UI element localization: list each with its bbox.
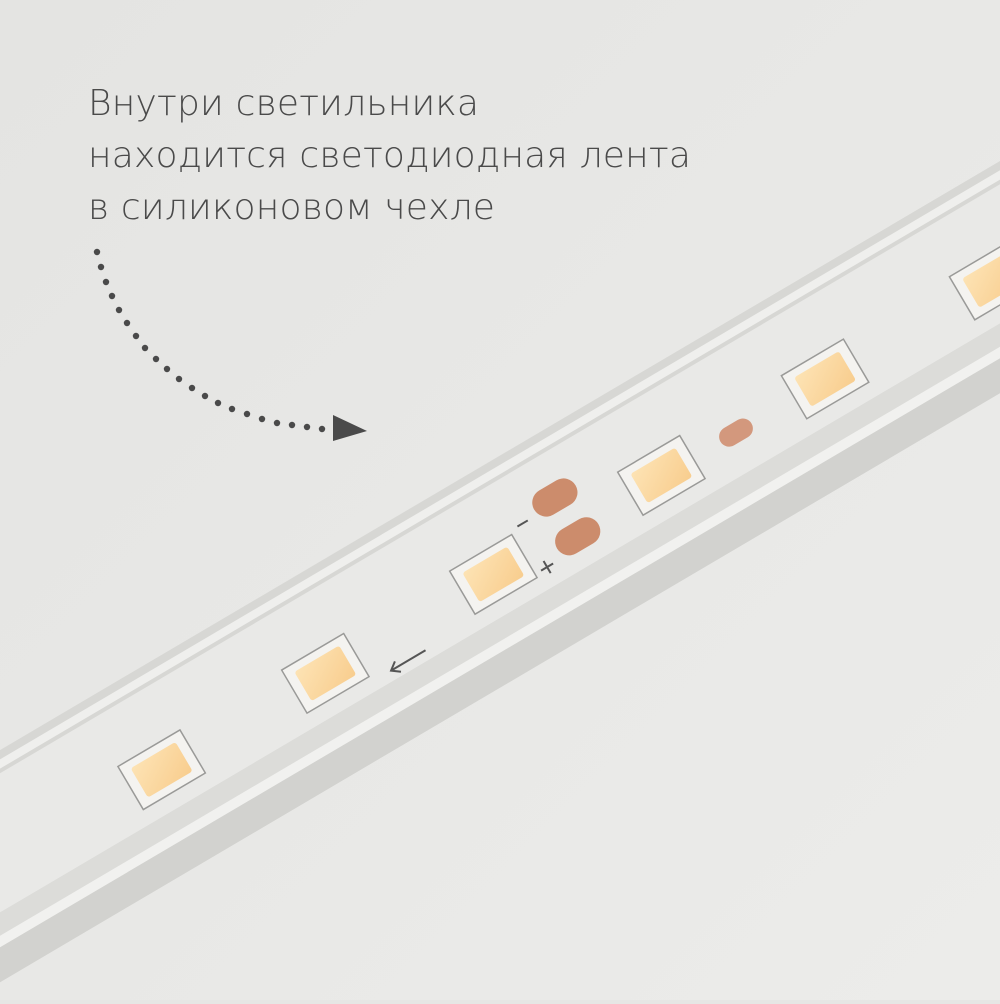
- caption-line-1: Внутри светильника: [88, 83, 480, 124]
- caption-text: Внутри светильника находится светодиодна…: [88, 78, 691, 234]
- led-chips: [116, 239, 1000, 811]
- solder-pads: [532, 418, 753, 556]
- strip-markings: [389, 519, 554, 673]
- caption-line-3: в силиконовом чехле: [88, 187, 496, 228]
- caption-line-2: находится светодиодная лента: [88, 135, 692, 176]
- dotted-arrow-icon: [93, 248, 367, 441]
- silicone-sleeve: [0, 76, 1000, 1004]
